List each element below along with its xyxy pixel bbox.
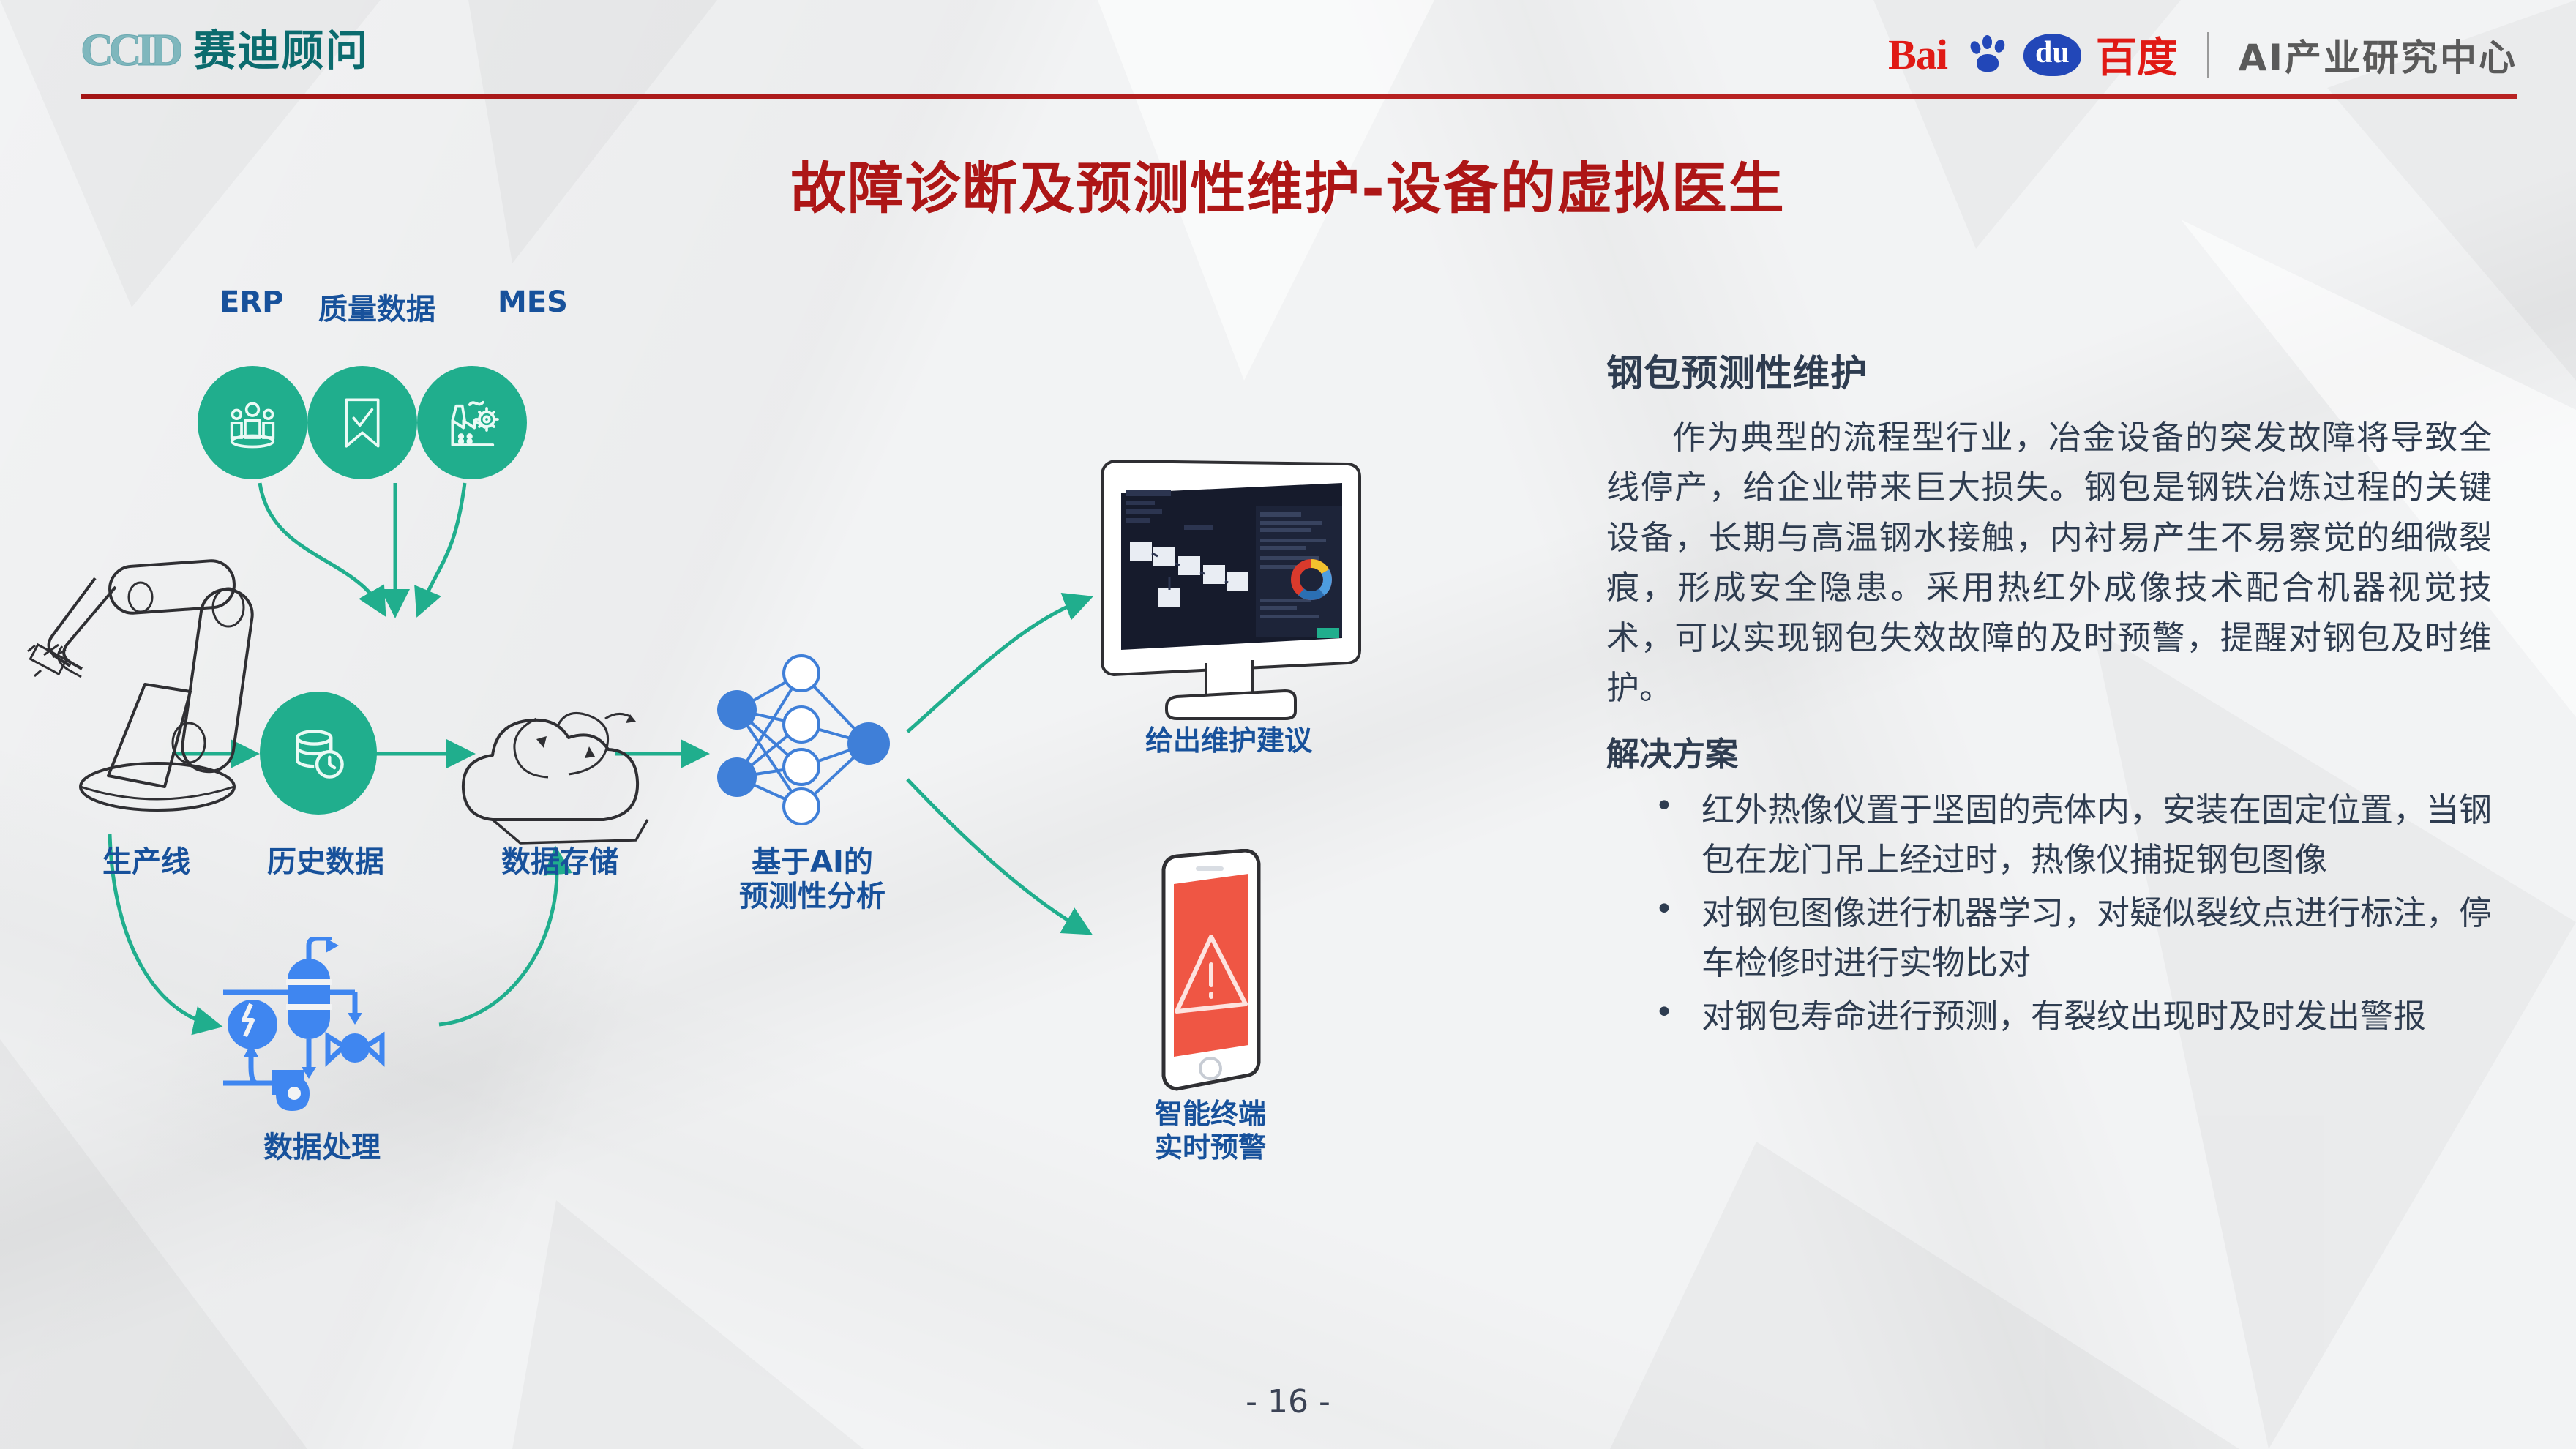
panel-subheading-solution: 解决方案 [1606, 735, 1739, 774]
solution-bullet-list: 红外热像仪置于坚固的壳体内，安装在固定位置，当钢包在龙门吊上经过时，热像仪捕捉钢… [1606, 782, 2492, 1041]
smart-terminal-line-1: 智能终端 [1155, 1098, 1267, 1130]
robot-arm-icon [22, 534, 263, 827]
node-label-data-storage: 数据存储 [501, 845, 618, 879]
slide-header: CCID 赛迪顾问 Bai du 百度 AI产业研究中心 [0, 0, 2576, 110]
page-number: - 16 - [1246, 1383, 1330, 1420]
source-label-erp: ERP [220, 285, 284, 319]
panel-body-text: 作为典型的流程型行业，冶金设备的突发故障将导致全线停产，给企业带来巨大损失。钢包… [1606, 418, 2492, 707]
baidu-logo: Bai du 百度 AI产业研究中心 [1888, 25, 2517, 84]
list-item: 对钢包寿命进行预测，有裂纹出现时及时发出警报 [1606, 989, 2492, 1041]
people-group-icon [198, 366, 307, 479]
header-divider [2206, 31, 2209, 78]
neural-network-icon [699, 651, 911, 842]
list-item: 对钢包图像进行机器学习，对疑似裂纹点进行标注，停车检修时进行实物比对 [1606, 886, 2492, 987]
bookmark-check-icon [307, 366, 417, 479]
list-item: 红外热像仪置于坚固的壳体内，安装在固定位置，当钢包在龙门吊上经过时，热像仪捕捉钢… [1606, 782, 2492, 884]
ai-analysis-line-2: 预测性分析 [739, 880, 886, 914]
ai-research-center-label: AI产业研究中心 [2238, 36, 2517, 79]
node-label-production-line: 生产线 [102, 845, 190, 879]
smart-terminal-line-2: 实时预警 [1155, 1131, 1267, 1164]
process-plant-icon [209, 935, 428, 1120]
ccid-chinese-name: 赛迪顾问 [193, 26, 370, 75]
baidu-du-text: du [2023, 33, 2081, 76]
desktop-monitor-icon [1076, 439, 1383, 746]
baidu-bai-text: Bai [1888, 31, 1948, 78]
ccid-wordmark: CCID [80, 26, 183, 76]
source-label-mes: MES [498, 285, 568, 319]
output-label-smart-terminal-alert: 智能终端 实时预警 [1155, 1098, 1266, 1164]
database-clock-icon [260, 692, 377, 815]
cloud-sync-icon [450, 651, 670, 849]
baidu-chinese-text: 百度 [2095, 34, 2178, 82]
smartphone-alert-icon [1120, 848, 1310, 1098]
page-title: 故障诊断及预测性维护-设备的虚拟医生 [790, 156, 1786, 221]
node-label-ai-predictive-analysis: 基于AI的 预测性分析 [710, 845, 915, 914]
baidu-paw-icon [1966, 34, 2012, 76]
header-rule [80, 94, 2517, 99]
case-study-panel: 钢包预测性维护 作为典型的流程型行业，冶金设备的突发故障将导致全线停产，给企业带… [1606, 344, 2492, 1046]
source-label-quality-data: 质量数据 [318, 293, 435, 326]
ai-analysis-line-1: 基于AI的 [752, 845, 873, 879]
output-label-maintenance-advice: 给出维护建议 [1145, 724, 1313, 757]
factory-gear-icon [417, 366, 527, 479]
node-label-historical-data: 历史数据 [267, 845, 384, 879]
node-label-data-processing: 数据处理 [263, 1131, 381, 1164]
panel-heading: 钢包预测性维护 [1606, 352, 1868, 394]
process-flow-diagram: ERP 质量数据 MES [0, 285, 1595, 1244]
ccid-logo: CCID 赛迪顾问 [80, 16, 369, 78]
